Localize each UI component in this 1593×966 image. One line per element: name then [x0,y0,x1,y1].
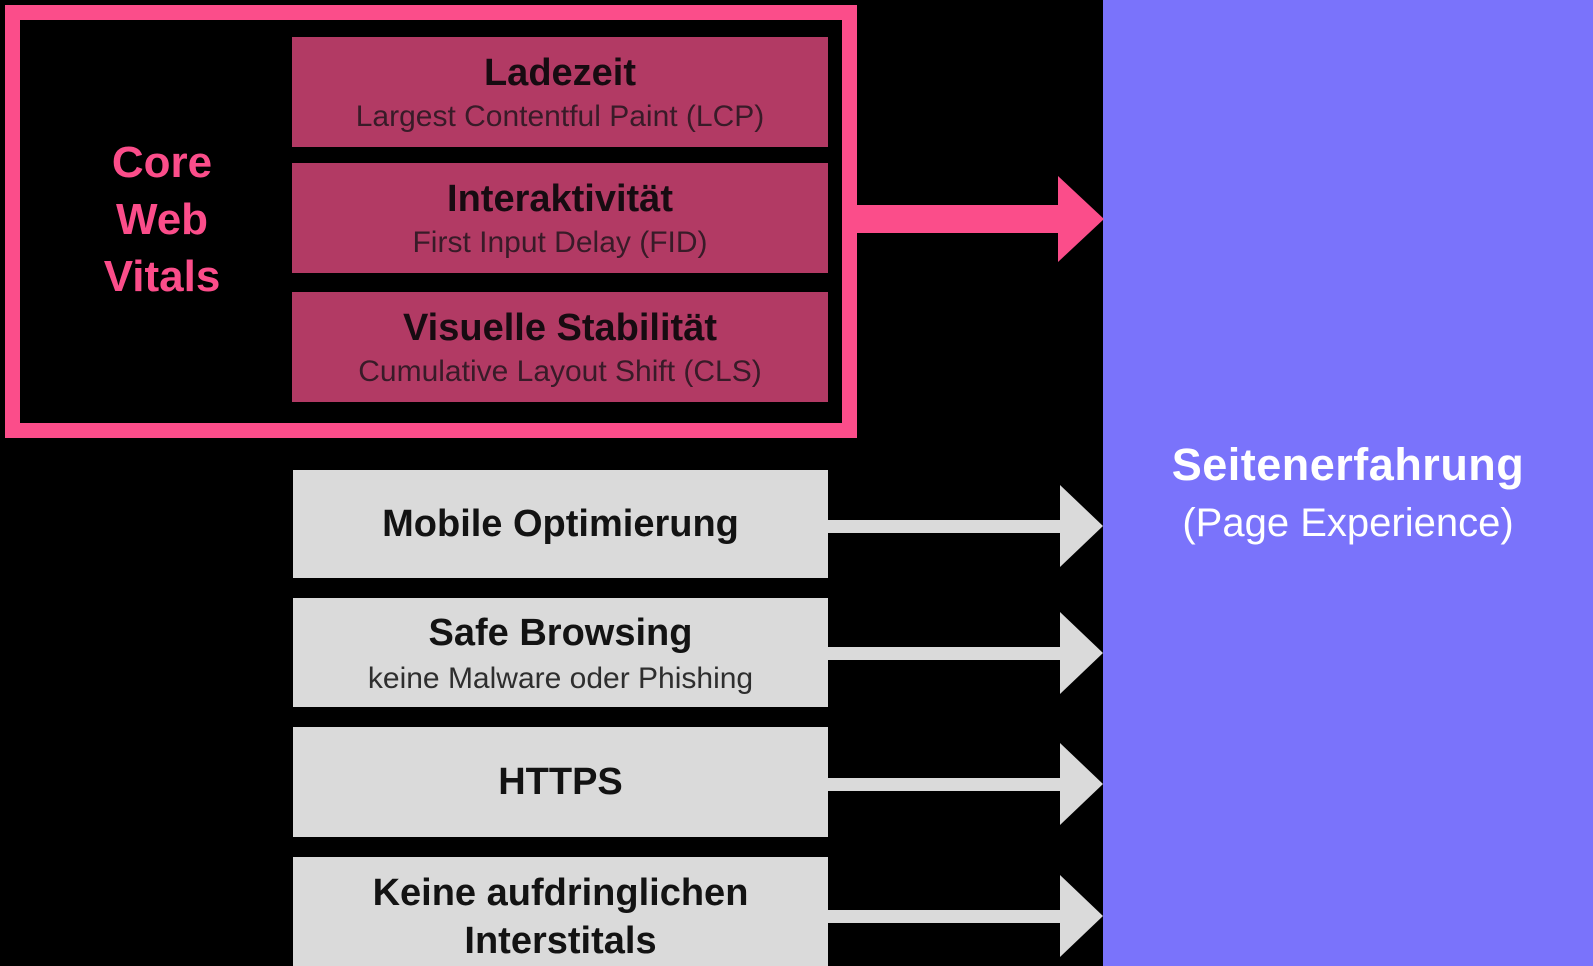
factor-title: Mobile Optimierung [382,503,739,545]
core-item-subtitle: Largest Contentful Paint (LCP) [355,99,765,133]
core-item-title: Ladezeit [483,51,637,94]
pink-arrow-shaft [857,205,1058,233]
factor-subtitle: keine Malware oder Phishing [367,661,754,695]
gray-arrow-right-icon [1060,485,1103,567]
gray-arrow-shaft [828,778,1062,791]
page-experience-text: Seitenerfahrung (Page Experience) [1103,438,1593,548]
factor-https: HTTPS [293,727,828,837]
factor-title: Keine aufdringlichen Interstitals [372,872,749,962]
gray-arrow-shaft [828,647,1062,660]
factor-keine-interstitals: Keine aufdringlichen Interstitals [293,857,828,966]
factor-title: HTTPS [498,761,623,803]
core-item-subtitle: First Input Delay (FID) [412,225,708,259]
core-web-vitals-label: Core Web Vitals [103,138,221,301]
core-item-visuelle-stabilitaet: Visuelle Stabilität Cumulative Layout Sh… [292,292,828,402]
factor-title: Safe Browsing [428,611,693,654]
gray-arrow-right-icon [1060,612,1103,694]
factor-mobile-optimierung: Mobile Optimierung [293,470,828,578]
core-item-ladezeit: Ladezeit Largest Contentful Paint (LCP) [292,37,828,147]
gray-arrow-shaft [828,520,1062,533]
page-experience-panel: Seitenerfahrung (Page Experience) [1103,0,1593,966]
core-item-interaktivitaet: Interaktivität First Input Delay (FID) [292,163,828,273]
gray-arrow-shaft [828,910,1062,923]
result-title: Seitenerfahrung [1171,439,1525,490]
pink-arrow-right-icon [1058,176,1104,262]
gray-arrow-right-icon [1060,875,1103,957]
factor-safe-browsing: Safe Browsing keine Malware oder Phishin… [293,598,828,707]
gray-arrow-right-icon [1060,743,1103,825]
core-item-title: Visuelle Stabilität [403,306,717,349]
result-subtitle: (Page Experience) [1182,501,1514,545]
core-item-title: Interaktivität [447,177,673,220]
core-item-subtitle: Cumulative Layout Shift (CLS) [358,354,762,388]
